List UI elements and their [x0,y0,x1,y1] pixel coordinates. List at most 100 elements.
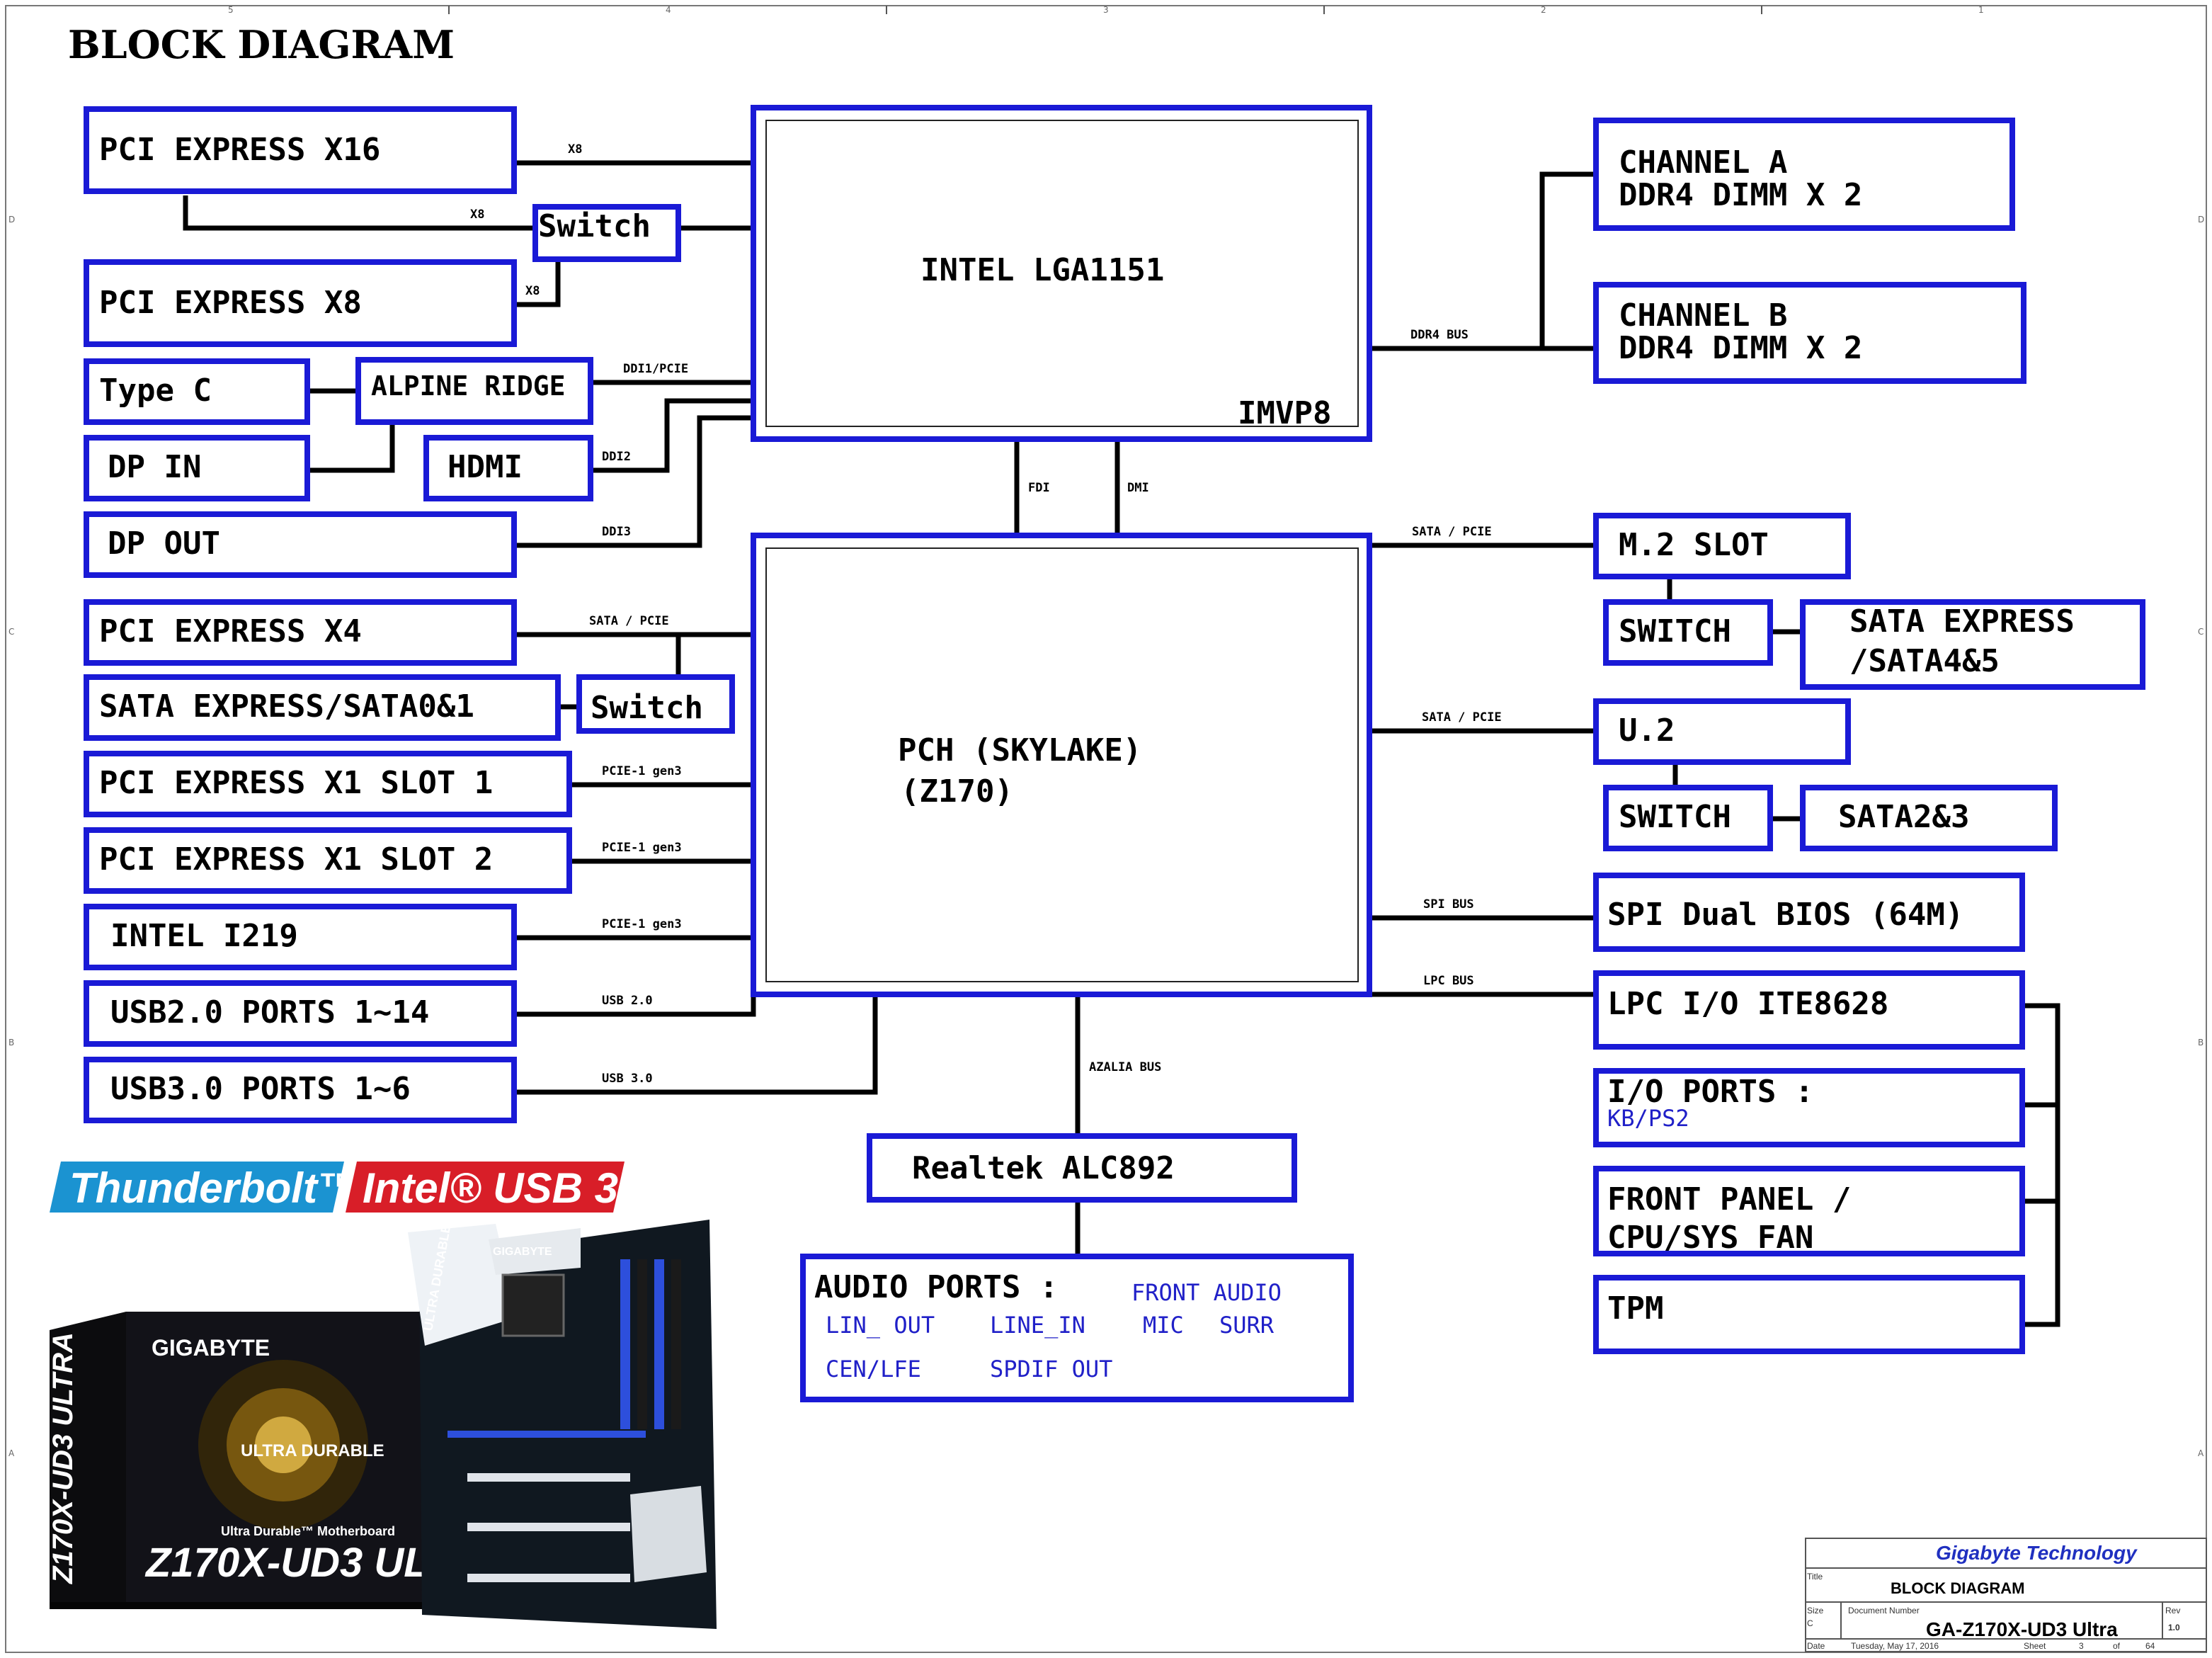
audio-mic: MIC [1143,1312,1184,1339]
dp-out-label: DP OUT [108,526,220,562]
front-panel-label: FRONT PANEL / [1607,1181,1851,1217]
m2-switch-label: SWITCH [1619,613,1731,649]
hdmi-block: HDMI [423,435,593,501]
u2-label: U.2 [1619,712,1675,749]
zone-label-side-a-right: A [2198,1448,2204,1458]
thunderbolt-banner-bg [50,1162,344,1213]
u2-switch-label: SWITCH [1619,799,1731,835]
title-block-size: C [1807,1618,1813,1628]
zone-label-side-a: A [8,1448,15,1458]
u2-switch-block: SWITCH [1603,785,1773,851]
zone-label-top-4: 4 [666,5,671,15]
zone-label-top-3: 3 [1103,5,1109,15]
io-ports-sub: KB/PS2 [1607,1105,1689,1132]
channel-a-block: CHANNEL A DDR4 DIMM X 2 [1593,118,2015,231]
sata-express-45-ports: /SATA4&5 [1849,643,2000,679]
pcie-x4-label: PCI EXPRESS X4 [99,613,362,649]
wire-label-spi-bus: SPI BUS [1423,897,1474,912]
pcie-x16-label: PCI EXPRESS X16 [99,132,380,168]
hdmi-label: HDMI [447,449,523,485]
wire-label-azalia: AZALIA BUS [1089,1060,1161,1074]
zone-label-side-d-right: D [2198,215,2204,225]
title-block-company: Gigabyte Technology [1936,1542,2138,1564]
thunderbolt-banner-text: Thunderbolt™3 [69,1164,383,1212]
usb3-ports-block: USB3.0 PORTS 1~6 [84,1057,517,1123]
title-block-size-label: Size [1807,1606,1824,1616]
title-block-sheet: 3 [2079,1641,2084,1651]
title-block-rev: 1.0 [2168,1623,2180,1633]
product-box-side-model: Z170X-UD3 ULTRA [47,1332,79,1584]
audio-lin-out: LIN_ OUT [826,1312,935,1339]
intel-i219-label: INTEL I219 [110,918,298,954]
sata23-label: SATA2&3 [1838,799,1969,835]
sata-express-01-label: SATA EXPRESS/SATA0&1 [99,688,474,725]
title-block-of-label: of [2113,1641,2121,1651]
zone-label-side-d: D [8,215,15,225]
sata23-block: SATA2&3 [1800,785,2058,851]
cpu-vr-label: IMVP8 [1238,395,1331,431]
pcie-x4-slot-block: PCI EXPRESS X4 [84,599,517,666]
product-box-tagline: Ultra Durable™ Motherboard [221,1524,395,1538]
title-block-docnum-label: Document Number [1848,1606,1920,1616]
dp-in-label: DP IN [108,449,201,485]
m2-slot-block: M.2 SLOT [1593,513,1851,579]
audio-cen-lfe: CEN/LFE [826,1356,921,1382]
sata-express-45-block: SATA EXPRESS /SATA4&5 [1800,599,2145,690]
wire-label-x8-switch: X8 [470,208,484,222]
drawing-frame [5,5,2207,1653]
cpu-name: INTEL LGA1151 [920,252,1164,288]
sata-express-01-block: SATA EXPRESS/SATA0&1 [84,674,561,741]
usb2-ports-block: USB2.0 PORTS 1~14 [84,980,517,1047]
intel-usb-banner-text: Intel® USB 3.1 [363,1164,654,1212]
pcie-switch-block: Switch [532,204,681,262]
zone-label-side-c: C [8,627,14,637]
channel-a-dimm: DDR4 DIMM X 2 [1619,177,1862,213]
pcie-x1-slot1-label: PCI EXPRESS X1 SLOT 1 [99,765,493,801]
pch-name: PCH (SKYLAKE) [898,732,1141,768]
front-panel-block: FRONT PANEL / CPU/SYS FAN [1593,1166,2025,1256]
wire-label-pcie1-gen3-slot2: PCIE-1 gen3 [602,841,682,855]
title-block-title-label: Title [1807,1572,1823,1582]
sata-switch-label: Switch [591,690,703,726]
cpu-block: INTEL LGA1151 IMVP8 [751,105,1372,442]
title-block-doc-number: GA-Z170X-UD3 Ultra [1926,1618,2118,1640]
wire-label-fdi: FDI [1028,481,1050,495]
wire-label-usb20: USB 2.0 [602,994,653,1008]
zone-label-side-b-right: B [2198,1038,2204,1047]
sata-switch-block: Switch [576,674,735,734]
wire-label-ddi3: DDI3 [602,525,631,539]
wire-label-x8-cpu: X8 [568,142,582,157]
io-ports-label: I/O PORTS : [1607,1074,1813,1110]
audio-codec-block: Realtek ALC892 [867,1133,1297,1203]
pch-block: PCH (SKYLAKE) (Z170) [751,533,1372,997]
dp-out-block: DP OUT [84,511,517,578]
wire-label-x8-slot: X8 [525,284,540,298]
zone-label-side-c-right: C [2198,627,2204,637]
product-box-image: GIGABYTE ULTRA DURABLE Ultra Durable™ Mo… [47,1312,511,1609]
title-block-total: 64 [2145,1641,2155,1651]
wire-labels: X8 X8 X8 DDI1/PCIE DDI2 DDI3 DDR4 BUS FD… [470,142,1502,1086]
title-block-rev-label: Rev [2165,1606,2180,1616]
title-block-sheet-label: Sheet [2024,1641,2046,1651]
wire-label-usb30: USB 3.0 [602,1072,653,1086]
alpine-ridge-label: ALPINE RIDGE [371,370,566,402]
channel-b-label: CHANNEL B [1619,297,1787,334]
intel-usb-banner-bg [346,1162,625,1213]
wire-label-ddi1: DDI1/PCIE [623,362,688,376]
zone-label-top-5: 5 [228,5,234,15]
pch-chipset: (Z170) [901,773,1013,810]
left-blocks: PCI EXPRESS X16 Switch PCI EXPRESS X8 Ty… [84,106,735,1123]
pcie-x16-slot-block: PCI EXPRESS X16 [84,106,517,194]
type-c-label: Type C [99,373,212,409]
spi-bios-label: SPI Dual BIOS (64M) [1607,897,1963,933]
zone-markers-top: 5 4 3 2 1 [228,5,1984,15]
lpc-io-block: LPC I/O ITE8628 [1593,970,2025,1050]
audio-ports-block: AUDIO PORTS : FRONT AUDIO LIN_ OUT LINE_… [800,1254,1354,1402]
usb2-ports-label: USB2.0 PORTS 1~14 [110,994,429,1030]
title-block-date-label: Date [1807,1641,1825,1651]
product-box-badge: ULTRA DURABLE [241,1441,384,1460]
audio-front-audio: FRONT AUDIO [1131,1279,1282,1306]
interconnect-wires [183,160,2060,1327]
wire-label-dmi: DMI [1127,481,1149,495]
